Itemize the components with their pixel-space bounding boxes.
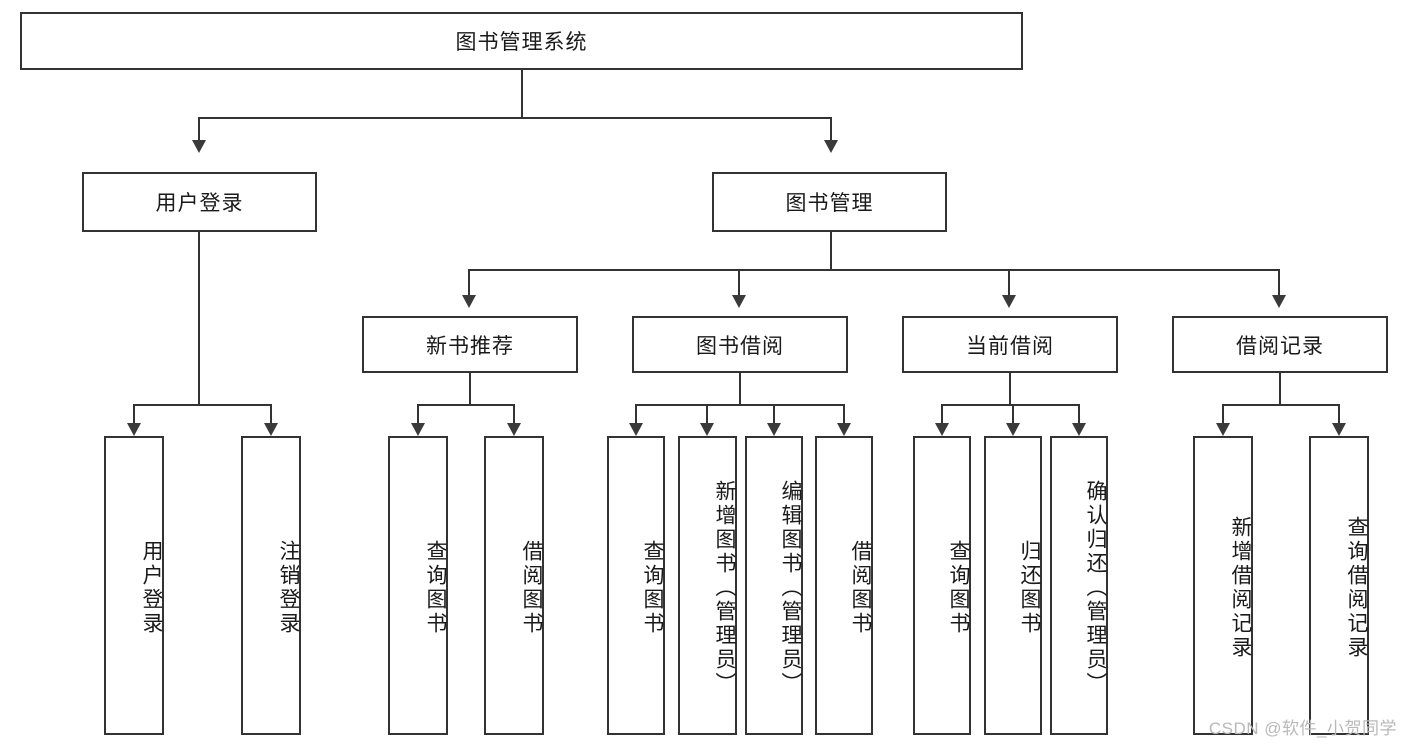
node-label: 当前借阅 [966, 334, 1054, 358]
node-label: 查询图书 [424, 539, 447, 636]
node-label: 归还图书 [1018, 539, 1041, 636]
edge-login-stem [198, 232, 200, 406]
edge-newbooks-to-leaf2 [513, 404, 515, 428]
leaf-borrow-book[interactable]: 借阅图书 [815, 436, 873, 735]
edge-login-to-leaf2 [270, 404, 272, 428]
node-label: 用户登录 [155, 192, 244, 215]
arrow-current-to-leaf3 [1072, 423, 1086, 436]
leaf-add-borrow-record[interactable]: 新增借阅记录 [1193, 436, 1253, 735]
node-label: 用户登录 [140, 539, 163, 636]
edge-bookmgmt-to-records [1278, 269, 1280, 300]
arrow-bookmgmt-to-newbooks [462, 295, 476, 308]
leaf-user-login[interactable]: 用户登录 [104, 436, 164, 735]
edge-borrow-to-leaf3 [773, 404, 775, 428]
arrow-borrow-to-leaf4 [837, 423, 851, 436]
edge-borrow-stem [739, 373, 741, 406]
node-label: 借阅记录 [1236, 334, 1324, 358]
arrow-login-to-leaf2 [264, 423, 278, 436]
arrow-borrow-to-leaf2 [700, 423, 714, 436]
edge-bookmgmt-stem [830, 232, 832, 269]
node-label: 查询图书 [641, 539, 664, 636]
edge-current-to-leaf2 [1012, 404, 1014, 428]
edge-login-bus [133, 404, 270, 406]
node-book-management[interactable]: 图书管理 [712, 172, 947, 232]
leaf-query-book-borrow[interactable]: 查询图书 [607, 436, 665, 735]
arrow-bookmgmt-to-current [1002, 295, 1016, 308]
node-new-book-recommend[interactable]: 新书推荐 [362, 316, 578, 373]
node-label: 借阅图书 [520, 539, 543, 636]
leaf-confirm-return-admin[interactable]: 确认归还（管理员） [1050, 436, 1108, 735]
node-label: 图书管理系统 [455, 31, 588, 54]
leaf-borrow-book-recommend[interactable]: 借阅图书 [484, 436, 544, 735]
edge-borrow-to-leaf4 [843, 404, 845, 428]
edge-root-to-login [198, 117, 200, 145]
node-label: 注销登录 [277, 539, 300, 636]
node-label: 新书推荐 [426, 334, 514, 358]
arrow-root-to-bookmgmt [824, 140, 838, 153]
arrow-newbooks-to-leaf1 [411, 423, 425, 436]
leaf-query-book-current[interactable]: 查询图书 [913, 436, 971, 735]
leaf-query-book-recommend[interactable]: 查询图书 [388, 436, 448, 735]
edge-newbooks-stem [469, 373, 471, 406]
edge-records-to-leaf1 [1222, 404, 1224, 428]
arrow-borrow-to-leaf3 [767, 423, 781, 436]
leaf-return-book[interactable]: 归还图书 [984, 436, 1042, 735]
leaf-add-book-admin[interactable]: 新增图书（管理员） [678, 436, 737, 735]
node-label: 编辑图书（管理员） [779, 479, 802, 696]
node-label: 确认归还（管理员） [1084, 479, 1107, 696]
arrow-root-to-login [192, 140, 206, 153]
arrow-records-to-leaf2 [1332, 423, 1346, 436]
node-label: 查询借阅记录 [1345, 515, 1368, 660]
arrow-records-to-leaf1 [1216, 423, 1230, 436]
edge-borrow-bus [635, 404, 844, 406]
edge-login-to-leaf1 [133, 404, 135, 428]
csdn-watermark: CSDN @软件_小贺同学 [1208, 719, 1397, 738]
node-borrow-records[interactable]: 借阅记录 [1172, 316, 1388, 373]
edge-borrow-to-leaf2 [706, 404, 708, 428]
arrow-borrow-to-leaf1 [629, 423, 643, 436]
node-book-borrow[interactable]: 图书借阅 [632, 316, 848, 373]
edge-records-to-leaf2 [1338, 404, 1340, 428]
edge-root-bus [198, 117, 832, 119]
node-user-login[interactable]: 用户登录 [82, 172, 317, 232]
leaf-edit-book-admin[interactable]: 编辑图书（管理员） [745, 436, 803, 735]
leaf-logout[interactable]: 注销登录 [241, 436, 301, 735]
edge-root-to-bookmgmt [830, 117, 832, 145]
arrow-current-to-leaf2 [1006, 423, 1020, 436]
edge-current-to-leaf1 [941, 404, 943, 428]
edge-newbooks-to-leaf1 [417, 404, 419, 428]
arrow-newbooks-to-leaf2 [507, 423, 521, 436]
node-label: 新增图书（管理员） [713, 479, 736, 696]
edge-current-stem [1009, 373, 1011, 406]
arrow-login-to-leaf1 [127, 423, 141, 436]
node-current-borrow[interactable]: 当前借阅 [902, 316, 1118, 373]
edge-bookmgmt-to-borrow [738, 269, 740, 300]
node-label: 借阅图书 [849, 539, 872, 636]
arrow-bookmgmt-to-borrow [732, 295, 746, 308]
node-label: 新增借阅记录 [1229, 515, 1252, 660]
edge-root-stem [521, 70, 523, 117]
arrow-current-to-leaf1 [935, 423, 949, 436]
arrow-bookmgmt-to-records [1272, 295, 1286, 308]
leaf-query-borrow-record[interactable]: 查询借阅记录 [1309, 436, 1369, 735]
edge-bookmgmt-to-current [1008, 269, 1010, 300]
node-label: 图书借阅 [696, 334, 784, 358]
edge-records-stem [1279, 373, 1281, 406]
edge-bookmgmt-bus [468, 269, 1280, 271]
edge-records-bus [1222, 404, 1339, 406]
edge-current-to-leaf3 [1078, 404, 1080, 428]
edge-newbooks-bus [417, 404, 515, 406]
edge-borrow-to-leaf1 [635, 404, 637, 428]
node-label: 查询图书 [947, 539, 970, 636]
edge-current-bus [941, 404, 1079, 406]
node-root-system[interactable]: 图书管理系统 [20, 12, 1023, 70]
node-label: 图书管理 [785, 192, 874, 215]
edge-bookmgmt-to-newbooks [468, 269, 470, 300]
